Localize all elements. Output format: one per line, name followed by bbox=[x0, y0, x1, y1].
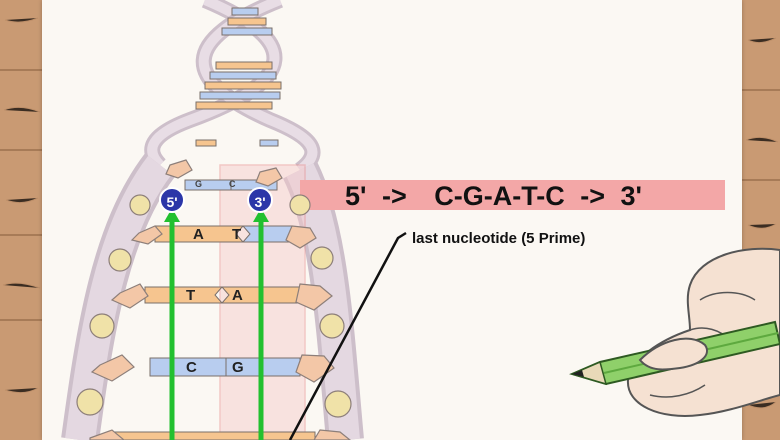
base-label: A bbox=[193, 226, 204, 243]
base-label: T bbox=[186, 287, 196, 304]
sequence-bases: C-G-A-T-C bbox=[434, 181, 565, 211]
sequence-label: 5' -> C-G-A-T-C -> 3' bbox=[345, 180, 740, 212]
base-label: G bbox=[232, 359, 244, 376]
annotation-label: last nucleotide (5 Prime) bbox=[412, 230, 586, 247]
sequence-highlight-bar bbox=[300, 180, 725, 210]
sequence-arrow: -> bbox=[381, 181, 407, 211]
annotation-pointer-line bbox=[288, 231, 407, 440]
base-label: C bbox=[229, 179, 236, 189]
five-prime-marker: 5' bbox=[159, 187, 185, 213]
three-prime-marker: 3' bbox=[247, 187, 273, 213]
thumb bbox=[638, 337, 708, 371]
sequence-arrow: -> bbox=[580, 181, 605, 211]
base-label: A bbox=[232, 287, 243, 304]
sequence-five-prime: 5' bbox=[345, 181, 367, 211]
sequence-three-prime: 3' bbox=[620, 181, 642, 211]
base-pairs bbox=[109, 179, 316, 440]
base-label: T bbox=[232, 226, 242, 243]
arrow-up-icon bbox=[164, 208, 269, 440]
helix-top bbox=[144, 0, 321, 177]
nucleotide-groups bbox=[76, 159, 352, 440]
base-label: C bbox=[186, 359, 197, 376]
base-label: G bbox=[195, 179, 203, 189]
